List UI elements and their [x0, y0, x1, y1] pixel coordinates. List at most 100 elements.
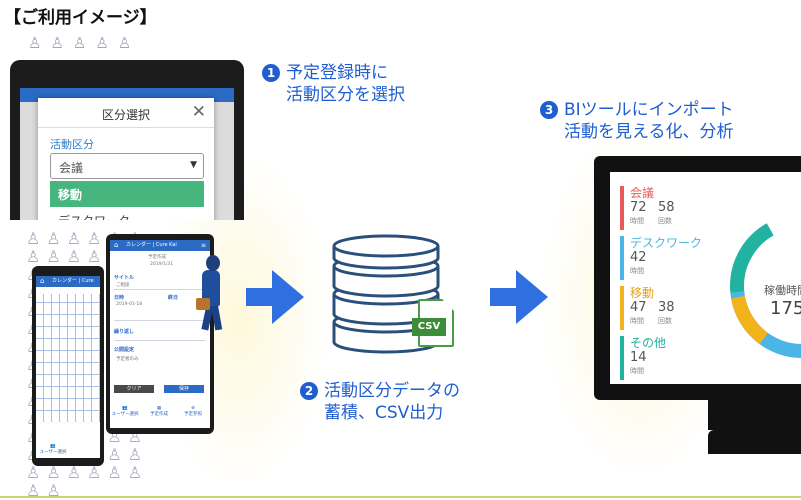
metric-count-unit: 回数	[658, 217, 672, 225]
step-1-line-1-text: 予定登録時に	[286, 63, 388, 83]
step-1-line-1: 1 予定登録時に	[262, 62, 405, 84]
tab-create-event[interactable]: ▦ 予定作成	[144, 406, 174, 417]
allday-label: 終日	[168, 295, 179, 301]
metric-count: 58	[658, 200, 675, 215]
donut-center-label: 稼働時間	[764, 284, 801, 297]
phone-calendar-bar: ⌂ カレンダー | Cure Kai	[36, 276, 100, 295]
divider	[114, 289, 206, 290]
bottom-divider	[0, 496, 801, 498]
step-3-text: 3 BIツールにインポート 活動を見える化、分析	[540, 99, 734, 143]
metric-hours-unit: 時間	[630, 317, 644, 325]
monitor-neck	[708, 400, 801, 430]
phone-calendar-header: カレンダー | Cure Kai	[52, 278, 94, 295]
form-date: 2019/1/31	[150, 262, 174, 267]
step-2-line-1: 2 活動区分データの	[300, 380, 460, 402]
visibility-select[interactable]: 予定者のみ	[116, 357, 139, 362]
tablet-screen: 区分選択 ✕ 活動区分 会議 ▼ 移動 デスクワーク	[20, 88, 234, 220]
donut-segment-other	[730, 214, 801, 358]
metric-hours: 42	[630, 250, 647, 265]
divider	[114, 320, 206, 321]
step-3-line-1: 3 BIツールにインポート	[540, 99, 734, 121]
repeat-label: 繰り返し	[114, 329, 135, 335]
dialog-title: 区分選択	[101, 108, 150, 122]
metric-count: 38	[658, 300, 675, 315]
home-icon[interactable]: ⌂	[40, 277, 45, 285]
metric-hours: 14	[630, 350, 647, 365]
step-3-number: 3	[540, 101, 558, 119]
date-input[interactable]: 2019-01-18	[116, 302, 143, 307]
step-1-text: 1 予定登録時に 活動区分を選択	[262, 62, 405, 106]
activity-category-select[interactable]: 会議 ▼	[50, 153, 204, 179]
phone-event-form: ⌂ カレンダー | Cure Kai ≡ 予定作成 2019/1/31 サイトル…	[106, 234, 214, 434]
metric-name: デスクワーク	[630, 236, 703, 250]
page-title: 【ご利用イメージ】	[4, 8, 157, 28]
subject-input[interactable]: ご相談	[116, 283, 130, 288]
document-fold	[442, 299, 454, 311]
metric-color-bar	[620, 286, 624, 330]
csv-label: CSV	[412, 318, 446, 336]
metric-color-bar	[620, 186, 624, 230]
selected-value: 会議	[59, 161, 84, 175]
close-icon[interactable]: ✕	[191, 102, 206, 122]
step-2-line-2: 蓄積、CSV出力	[324, 403, 444, 423]
option-next[interactable]: デスクワーク	[58, 212, 130, 220]
tab-user-select-label: ユーザー選択	[111, 412, 139, 417]
step-2-line-1-text: 活動区分データの	[324, 381, 460, 401]
metric-hours: 47	[630, 300, 647, 315]
subject-label: サイトル	[114, 275, 135, 281]
datetime-label: 日時	[114, 295, 125, 301]
phone-calendar-screen: ⌂ カレンダー | Cure Kai 👥 ユーザー選択	[36, 276, 100, 458]
users-icon: 👥	[122, 406, 128, 411]
metric-hours-unit: 時間	[630, 267, 644, 275]
divider	[114, 340, 206, 341]
form-title: 予定作成	[148, 255, 166, 260]
tab-view-event-label: 予定参照	[184, 412, 202, 417]
metric-name: 移動	[630, 286, 655, 300]
users-icon: 👥	[50, 444, 56, 449]
metric-name: 会議	[630, 186, 655, 200]
step-2-text: 2 活動区分データの 蓄積、CSV出力	[300, 380, 460, 424]
tab-user-select[interactable]: 👥 ユーザー選択	[110, 406, 140, 417]
step-1-line-2: 活動区分を選択	[286, 85, 405, 105]
dashboard-screen: 会議 72 時間 58 回数 デスクワーク 42 時間 移動 47 時間 38 …	[610, 172, 801, 384]
donut-chart	[730, 214, 801, 358]
monitor-base	[708, 430, 801, 454]
crowd-row-icon: ♙♙♙♙♙	[28, 34, 141, 52]
tab-view-event[interactable]: ⊕ 予定参照	[178, 406, 208, 417]
visibility-label: 公開設定	[114, 347, 135, 353]
metric-color-bar	[620, 336, 624, 380]
metric-hours-unit: 時間	[630, 217, 644, 225]
save-button[interactable]: 保存	[164, 385, 204, 393]
right-arrow-icon	[490, 270, 548, 324]
phone-form-bar: ⌂ カレンダー | Cure Kai ≡	[110, 240, 210, 251]
step-3-line-2: 活動を見える化、分析	[564, 122, 734, 142]
right-arrow-icon	[246, 270, 304, 324]
monitor-device: 会議 72 時間 58 回数 デスクワーク 42 時間 移動 47 時間 38 …	[594, 156, 801, 400]
step-3-line-1-text: BIツールにインポート	[564, 100, 734, 120]
phone-form-screen: ⌂ カレンダー | Cure Kai ≡ 予定作成 2019/1/31 サイトル…	[110, 240, 210, 428]
metric-color-bar	[620, 236, 624, 280]
phone-form-header: カレンダー | Cure Kai	[126, 242, 177, 248]
tab-user-select-label: ユーザー選択	[39, 450, 67, 455]
menu-icon[interactable]: ≡	[200, 242, 206, 249]
activity-category-label: 活動区分	[50, 138, 94, 151]
database-icon	[332, 234, 440, 354]
dialog-header: 区分選択 ✕	[38, 98, 214, 128]
briefcase-icon	[196, 298, 210, 310]
category-select-dialog: 区分選択 ✕ 活動区分 会議 ▼ 移動 デスクワーク	[38, 98, 214, 220]
calendar-grid[interactable]	[36, 294, 100, 422]
step-2-number: 2	[300, 382, 318, 400]
phone-calendar: ⌂ カレンダー | Cure Kai 👥 ユーザー選択	[32, 266, 104, 466]
calendar-icon: ▦	[156, 406, 162, 411]
person-body	[202, 270, 220, 306]
option-highlighted-label: 移動	[58, 188, 83, 202]
clear-button[interactable]: クリア	[114, 385, 154, 393]
home-icon[interactable]: ⌂	[114, 241, 119, 249]
dropdown-arrow-icon: ▼	[190, 160, 197, 170]
plus-icon: ⊕	[191, 406, 195, 411]
option-highlighted[interactable]: 移動	[50, 181, 204, 207]
tab-user-select[interactable]: 👥 ユーザー選択	[38, 444, 68, 455]
tablet-device: 区分選択 ✕ 活動区分 会議 ▼ 移動 デスクワーク	[10, 60, 244, 220]
step-1-number: 1	[262, 64, 280, 82]
metric-hours-unit: 時間	[630, 367, 644, 375]
